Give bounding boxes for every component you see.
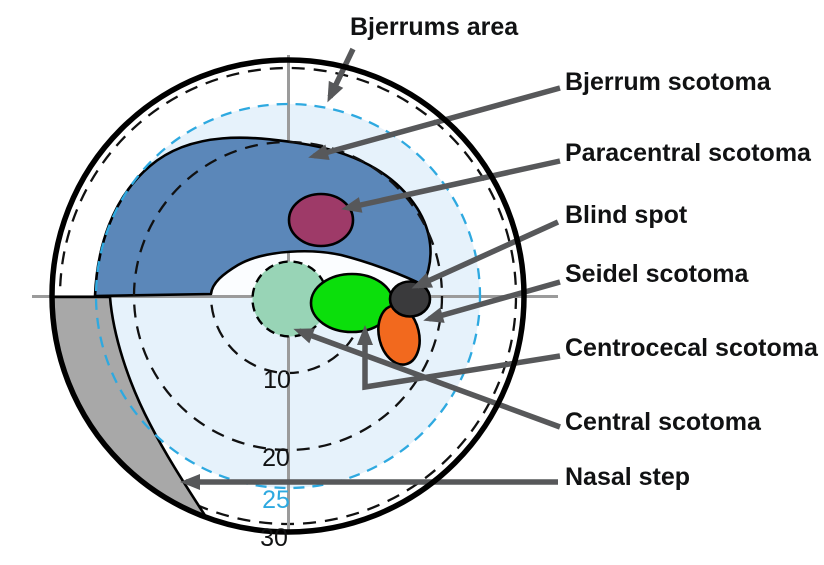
nasal-step-label: Nasal step xyxy=(565,463,691,491)
blind-spot-arrow xyxy=(411,219,560,289)
centrocecal-scotoma-label: Centrocecal scotoma xyxy=(565,334,818,362)
tick-20: 20 xyxy=(262,444,290,472)
bjerrum-scotoma-label: Bjerrum scotoma xyxy=(565,68,771,96)
seidel-scotoma-arrow xyxy=(423,279,561,323)
ring-20-circle xyxy=(132,140,444,452)
paracentral-scotoma-arrow xyxy=(341,158,561,213)
central-scotoma-arrow xyxy=(293,328,561,430)
centrocecal-scotoma-arrow xyxy=(357,325,561,391)
blind-spot-label: Blind spot xyxy=(565,201,688,229)
bjerrum-arcuate-region xyxy=(93,136,432,298)
bjerrums-area-label: Bjerrums area xyxy=(350,13,519,41)
tick-25: 25 xyxy=(262,486,290,514)
paracentral-scotoma-label: Paracentral scotoma xyxy=(565,139,811,167)
tick-30: 30 xyxy=(260,524,288,552)
central-scotoma-label: Central scotoma xyxy=(565,408,761,436)
paracentral-scotoma-shape xyxy=(287,192,355,248)
blind-spot-shape xyxy=(388,280,432,318)
outer-field-circle xyxy=(49,57,527,535)
bjerrums-area-arrow xyxy=(327,47,356,103)
seidel-scotoma-label: Seidel scotoma xyxy=(565,260,749,288)
bjerrum-scotoma-arrow xyxy=(308,85,561,160)
tick-10: 10 xyxy=(263,366,291,394)
ring-25-circle xyxy=(94,102,482,490)
